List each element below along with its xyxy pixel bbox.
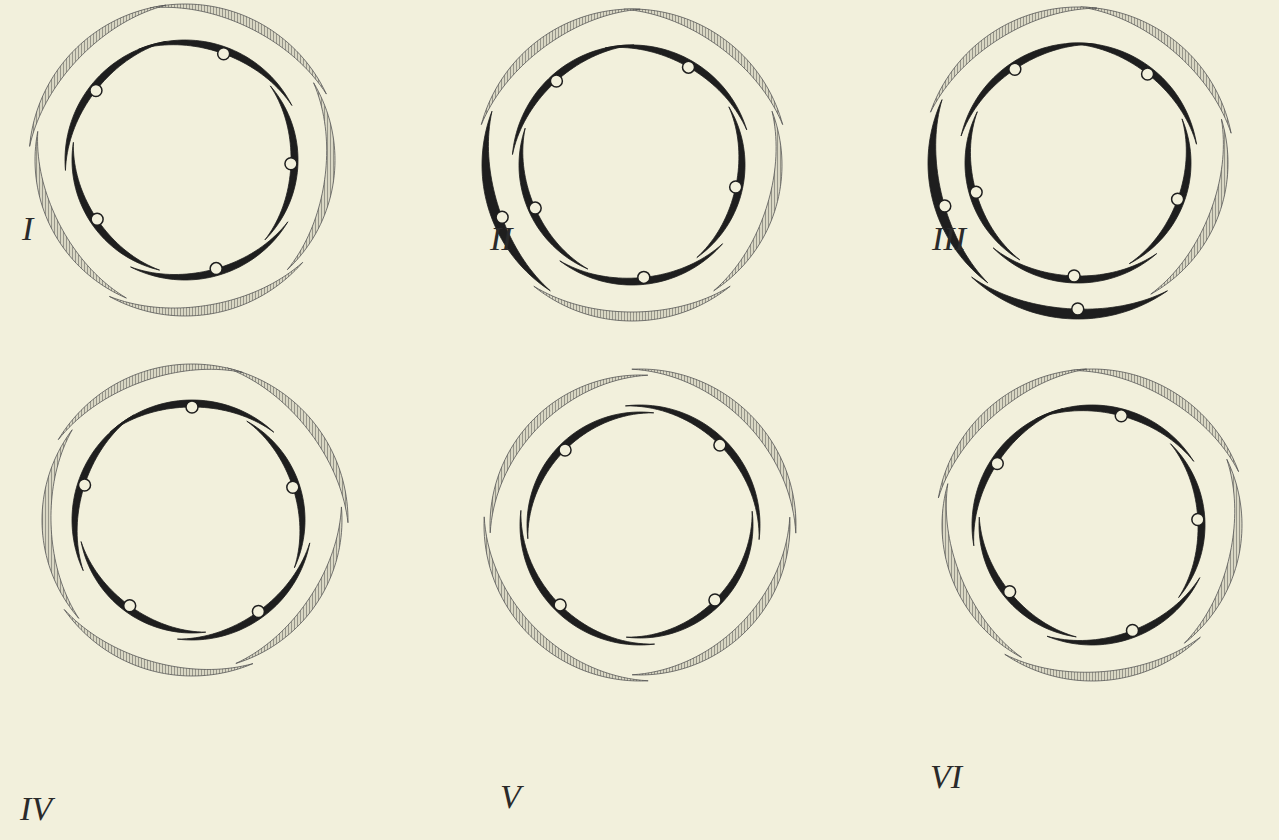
sepal-arc (64, 609, 253, 676)
stamen-dot (252, 605, 264, 617)
stamen-dot (714, 439, 726, 451)
figure-numeral: I (22, 212, 33, 246)
sepal-arc (930, 7, 1097, 112)
stamen-dot (559, 444, 571, 456)
petal-arc (965, 112, 1020, 260)
petal-arc (72, 415, 134, 571)
sepal-arc (58, 364, 243, 440)
petal-arc (138, 40, 292, 106)
stamen-dot (210, 263, 222, 275)
sepal-arc (484, 517, 648, 681)
petal-arc (993, 248, 1157, 283)
stamen-dot (218, 48, 230, 60)
petal-arc (1036, 405, 1194, 461)
petal-arc (626, 511, 753, 638)
petal-arc (1068, 43, 1197, 144)
sepal-arc (624, 9, 783, 125)
stamen-dot (91, 213, 103, 225)
figure-numeral: III (932, 222, 966, 256)
stamen-dot (550, 75, 562, 87)
stamen-dot (991, 457, 1003, 469)
petal-arc (72, 142, 160, 270)
stamen-dot (709, 594, 721, 606)
stamen-dot (638, 271, 650, 283)
petal-arc (527, 412, 654, 539)
stamen-dot (124, 600, 136, 612)
sepal-arc (1081, 7, 1231, 133)
floral-diagram (481, 9, 782, 321)
stamen-dot (1072, 303, 1084, 315)
floral-diagram (484, 369, 796, 681)
sepal-arc (227, 368, 348, 523)
petal-arc (605, 45, 747, 130)
figure-numeral: VI (930, 760, 962, 794)
stamen-dot (1142, 68, 1154, 80)
sepal-arc (632, 517, 790, 675)
sepal-arc (1070, 369, 1238, 472)
sepal-arc (632, 369, 796, 533)
sepal-arc (534, 286, 730, 321)
sepal-arc (35, 131, 126, 298)
stamen-dot (1115, 410, 1127, 422)
stamen-dot (529, 202, 541, 214)
petal-arc (697, 107, 745, 258)
floral-diagram (42, 364, 348, 676)
petal-arc (65, 41, 166, 170)
petal-arc (979, 517, 1076, 637)
sepal-arc (714, 111, 782, 291)
stamen-dot (683, 61, 695, 73)
floral-diagram (928, 7, 1231, 319)
stamen-dot (554, 599, 566, 611)
stamen-dot (1172, 193, 1184, 205)
stamen-dot (1192, 513, 1204, 525)
stamen-dot (1068, 270, 1080, 282)
petal-arc (81, 542, 206, 633)
petal-arc (177, 543, 309, 640)
stamen-dot (79, 479, 91, 491)
sepal-arc (30, 5, 166, 146)
sepal-arc (928, 100, 988, 283)
sepal-arc (490, 375, 648, 533)
petal-arc (972, 409, 1063, 546)
floral-diagram (30, 4, 335, 316)
sepal-arc (942, 484, 1022, 658)
petal-arc (131, 222, 288, 280)
stamen-dot (186, 401, 198, 413)
floral-diagram (938, 369, 1242, 681)
stamen-dot (1004, 586, 1016, 598)
petal-arc (625, 405, 760, 540)
stamen-dot (285, 158, 297, 170)
stamen-dot (287, 481, 299, 493)
stamen-dot (1009, 63, 1021, 75)
stamen-dot (90, 84, 102, 96)
sepal-arc (938, 369, 1086, 498)
petal-arc (247, 421, 305, 568)
petal-arc (961, 43, 1097, 136)
sepal-arc (972, 277, 1168, 319)
stamen-dot (730, 181, 742, 193)
petal-arc (1170, 444, 1204, 598)
figure-numeral: II (490, 222, 513, 256)
petal-arc (265, 86, 298, 240)
figure-numeral: IV (20, 792, 52, 826)
sepal-arc (150, 4, 326, 94)
figure-numeral: V (500, 780, 521, 814)
stamen-dot (939, 200, 951, 212)
petal-arc (512, 45, 634, 155)
stamen-dot (1126, 624, 1138, 636)
stamen-dot (970, 186, 982, 198)
sepal-arc (481, 9, 640, 125)
petal-arc (110, 400, 274, 432)
petal-arc (1129, 119, 1191, 264)
petal-arc (560, 244, 723, 285)
petal-arc (520, 510, 655, 645)
petal-arc (519, 128, 588, 269)
